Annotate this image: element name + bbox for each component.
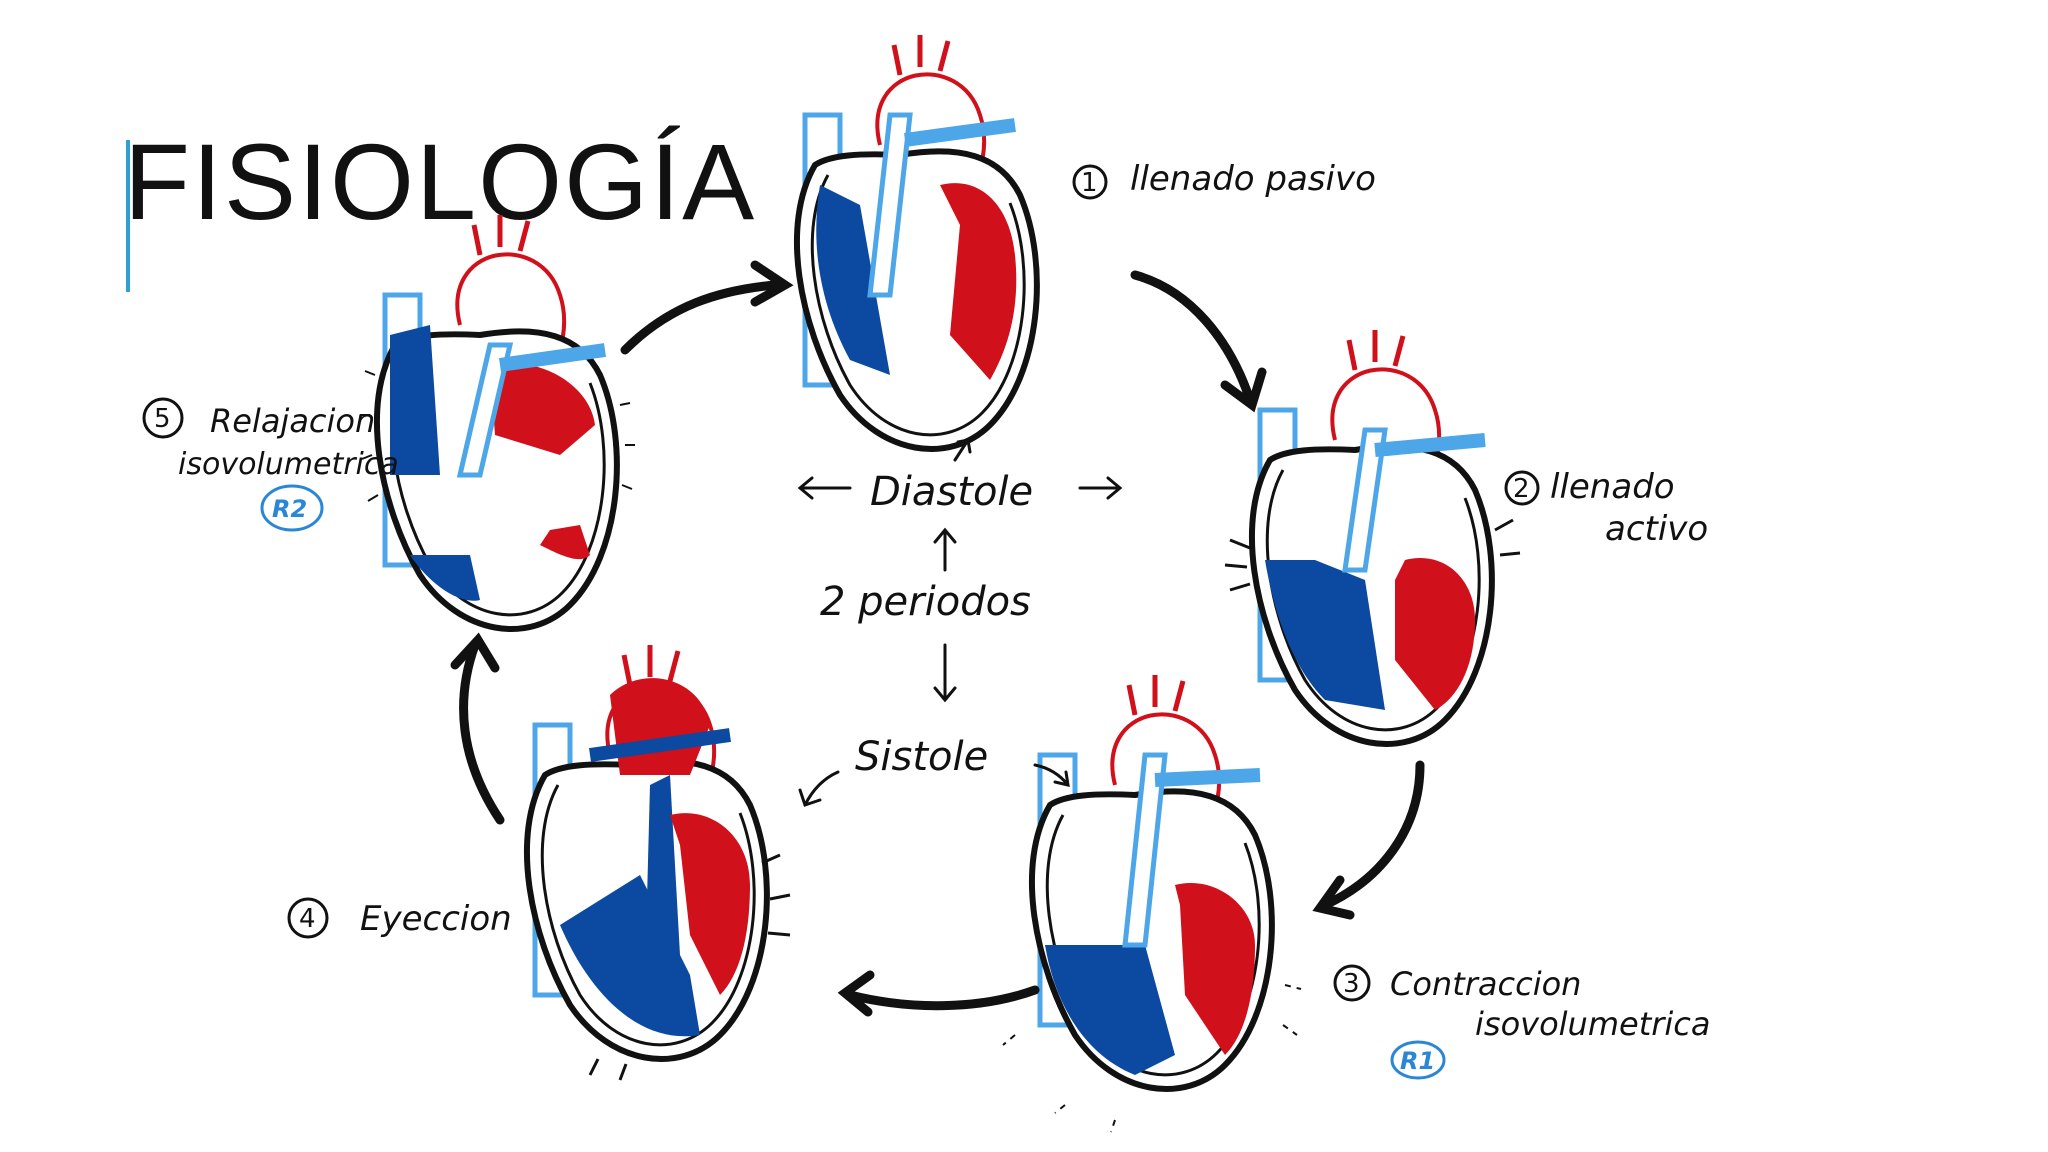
step-5-text-line2: isovolumetrica [178,447,399,482]
step-3-label: 3 Contraccion isovolumetrica R1 [1333,964,1710,1080]
step-2-label: 2 llenado activo [1504,467,1708,549]
periods-label: 2 periodos [820,579,1031,625]
arrow-1-to-2-head [1220,367,1267,413]
step-3-text-line2: isovolumetrica [1475,1005,1710,1043]
heart-illustration-2 [1224,330,1521,744]
arrow-5-to-1-head [750,260,794,307]
diastole-label: Diastole [870,469,1033,515]
arrow-4-to-5 [459,640,505,825]
arrow-5-to-1 [620,280,780,355]
step-5-number: 5 [154,404,171,434]
step-4-number: 4 [299,904,316,934]
step-3-text-line1: Contraccion [1390,965,1581,1003]
arrow-2-to-3 [1320,760,1425,910]
step-3-ref-badge [1390,1040,1446,1080]
heart-illustration-4 [527,645,791,1081]
heart-illustration-5 [360,215,635,629]
step-4-label: 4 Eyeccion [287,897,512,939]
arrow-2-to-3-head [1312,875,1355,920]
cycle-arrows [450,260,1425,1017]
step-4-number-circle [287,897,329,939]
step-1-text: llenado pasivo [1130,159,1376,199]
step-3-number: 3 [1343,969,1360,999]
step-3-number-circle [1333,964,1371,1002]
title-accent-bar [126,140,130,292]
step-1-number-circle [1072,164,1108,200]
page-title: FISIOLOGÍA [124,121,757,242]
step-1-label: 1 llenado pasivo [1072,159,1376,200]
arrow-3-to-4 [845,985,1040,1011]
step-2-number: 2 [1513,474,1530,504]
step-4-text: Eyeccion [360,899,512,939]
step-5-ref-text: R2 [272,495,307,523]
step-3-ref-text: R1 [1400,1047,1435,1075]
systole-label: Sistole [855,734,988,780]
arrow-3-to-4-head [837,970,875,1017]
step-2-text-line1: llenado [1550,467,1675,507]
center-arrows [797,438,1123,807]
arrow-1-to-2 [1130,270,1255,405]
heart-illustration-3 [1002,675,1302,1133]
heart-illustration-1 [797,35,1037,449]
step-5-label: 5 Relajacion isovolumetrica R2 [142,397,399,532]
step-5-ref-badge [260,484,324,532]
step-1-number: 1 [1081,168,1098,198]
step-5-number-circle [142,397,184,439]
arrow-4-to-5-head [450,632,500,673]
step-2-text-line2: activo [1605,509,1708,549]
step-2-number-circle [1504,470,1540,506]
step-5-text-line1: Relajacion [210,402,375,440]
center-labels: Diastole 2 periodos Sistole [820,469,1033,780]
